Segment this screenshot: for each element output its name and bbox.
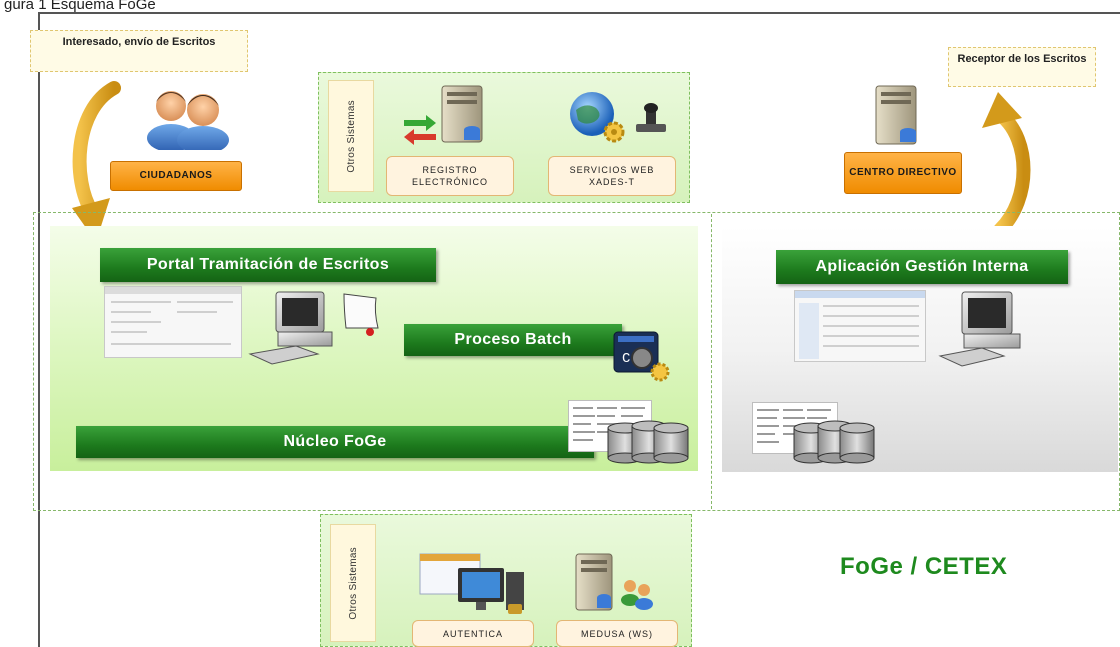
gestion-screenshot-thumbnail <box>794 290 926 362</box>
computer-icon <box>938 291 1021 367</box>
web-services-globe-icon <box>570 92 666 143</box>
terminal-gear-icon: C: <box>613 331 670 382</box>
portal-screenshot-thumbnail <box>104 286 242 358</box>
ciudadanos-label: CIUDADANOS <box>110 161 242 191</box>
arrow-down-curved-icon <box>72 81 121 242</box>
interesado-note: Interesado, envío de Escritos <box>30 30 248 72</box>
gestion-database-icon <box>793 420 875 464</box>
medusa-server-users-icon <box>575 553 653 611</box>
autentica-label: AUTENTICA <box>412 620 534 647</box>
authentication-computer-icon <box>419 553 524 614</box>
portal-banner: Portal Tramitación de Escritos <box>100 248 436 282</box>
aplicacion-gestion-banner: Aplicación Gestión Interna <box>776 250 1068 284</box>
arrow-up-curved-icon <box>982 92 1031 237</box>
registro-electronico-label: REGISTRO ELECTRÓNICO <box>386 156 514 196</box>
frame-left-border <box>38 12 40 647</box>
otros-sistemas-bottom-tab-label: Otros Sistemas <box>347 546 359 620</box>
nucleo-foge-banner: Núcleo FoGe <box>76 426 594 458</box>
frame-top-border <box>38 12 1120 14</box>
figure-caption: gura 1 Esquema FoGe <box>4 0 156 13</box>
database-icon <box>607 420 689 464</box>
medusa-label: MEDUSA (WS) <box>556 620 678 647</box>
receptor-note: Receptor de los Escritos <box>948 47 1096 87</box>
centro-directivo-label: CENTRO DIRECTIVO <box>844 152 962 194</box>
server-exchange-icon <box>404 85 483 145</box>
foge-cetex-title: FoGe / CETEX <box>840 553 1008 580</box>
proceso-batch-banner: Proceso Batch <box>404 324 622 356</box>
region-divider <box>711 214 712 509</box>
otros-sistemas-top-tab-label: Otros Sistemas <box>345 99 357 173</box>
users-icon <box>147 91 229 150</box>
computer-document-icon <box>248 291 379 365</box>
servicios-web-label: SERVICIOS WEB XADES-T <box>548 156 676 196</box>
server-icon <box>875 85 917 145</box>
otros-sistemas-top-tab: Otros Sistemas <box>328 80 374 192</box>
otros-sistemas-bottom-tab: Otros Sistemas <box>330 524 376 642</box>
